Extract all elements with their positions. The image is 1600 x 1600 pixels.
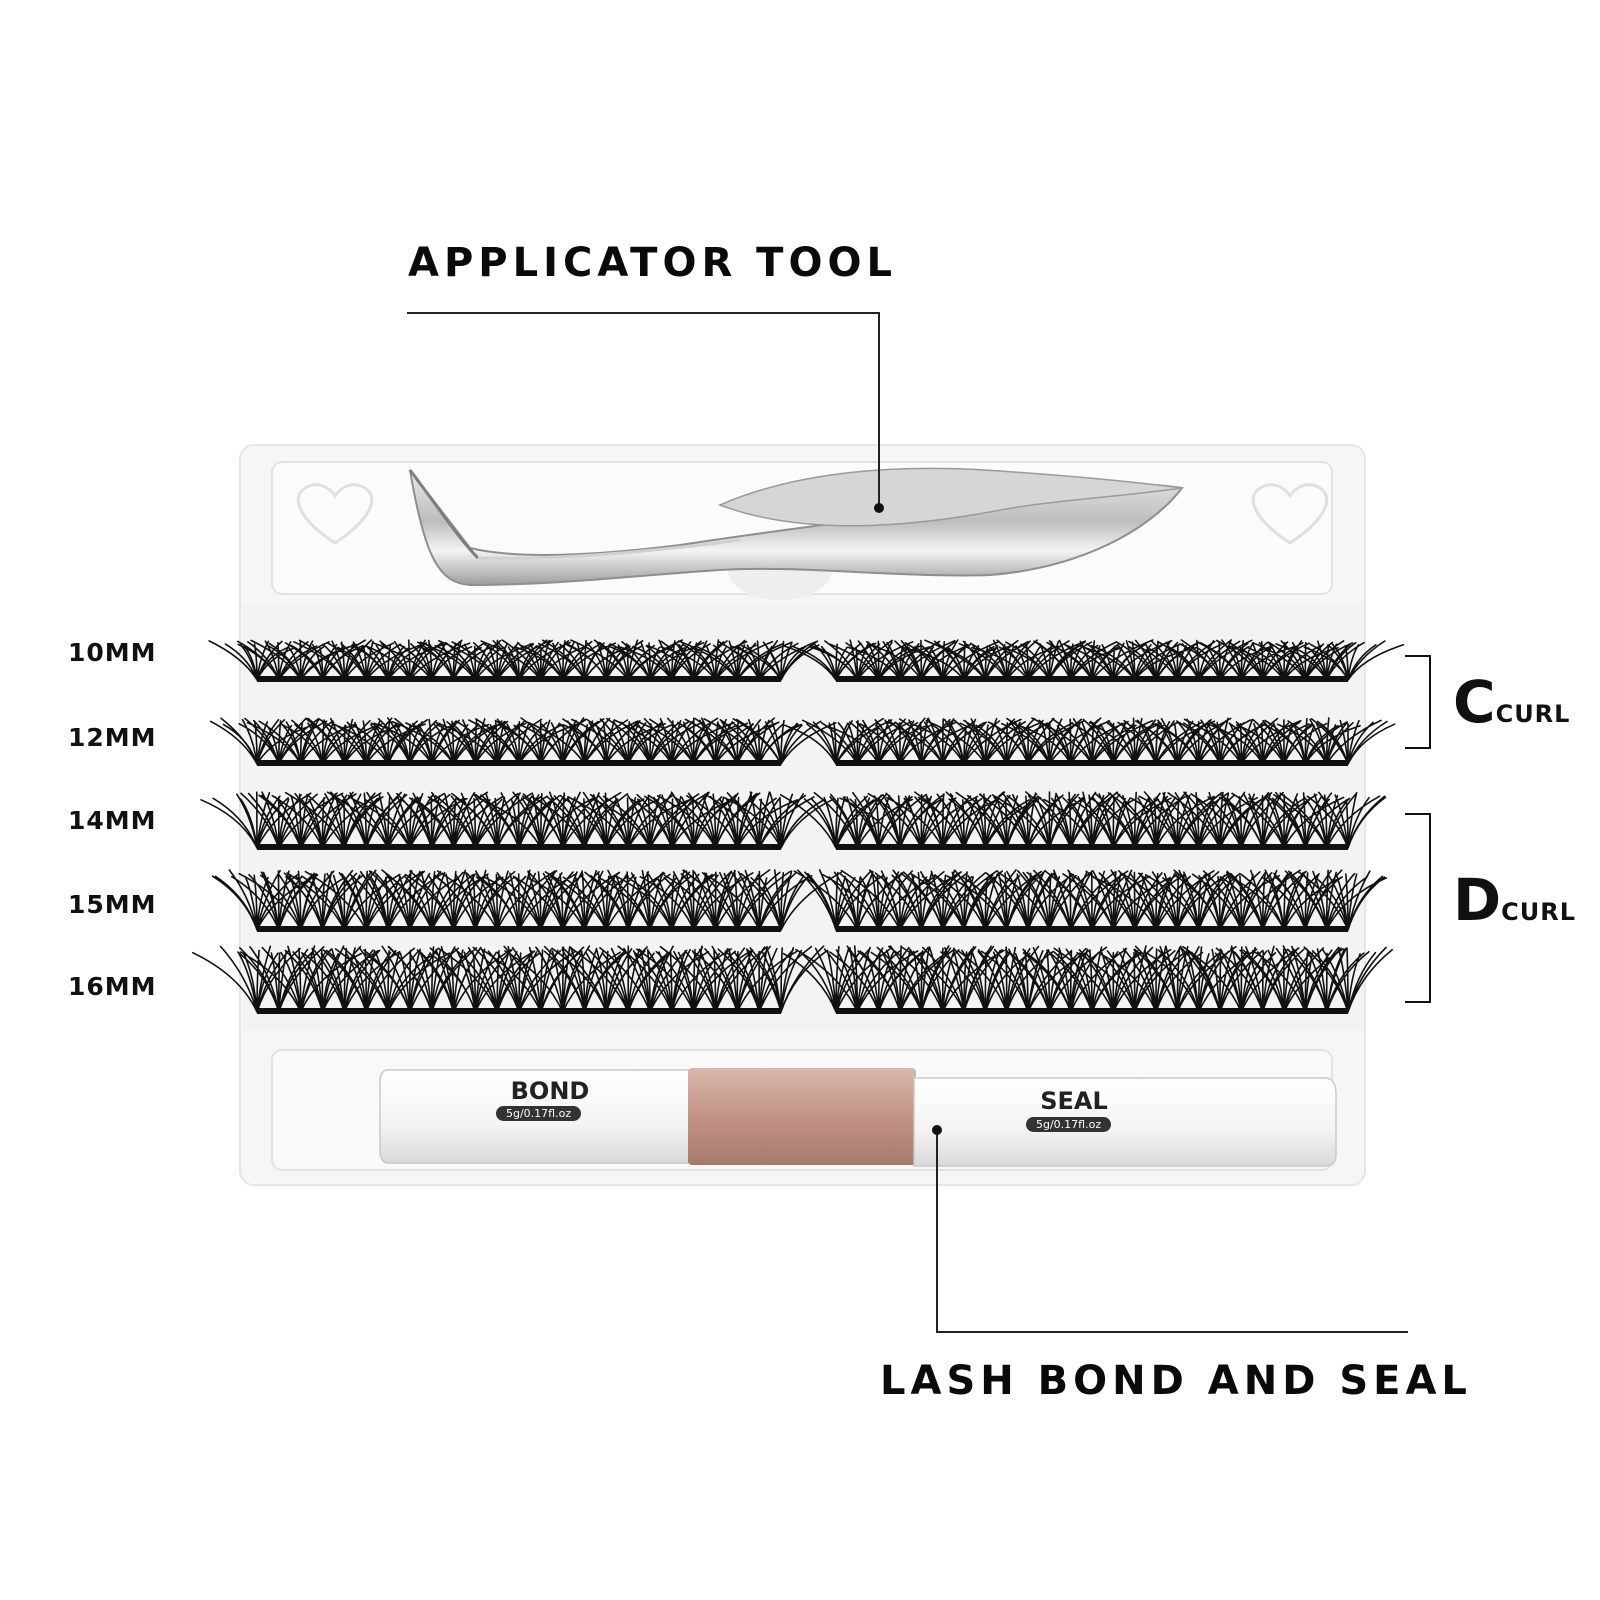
applicator-dot [874,503,884,513]
length-label-10mm: 10MM [68,638,157,667]
lash-strip-2-1 [779,791,1387,850]
lash-bond-seal-label: LASH BOND AND SEAL [880,1358,1472,1404]
lash-strip-0-0 [208,639,820,682]
lash-strip-1-1 [783,717,1396,766]
bond-size: 5g/0.17fl.oz [496,1106,582,1121]
applicator-leader [407,312,880,508]
heart-left [296,483,374,545]
c-curl-label: CCURL [1453,668,1570,736]
applicator-tool [408,467,1184,600]
lash-strip-4-1 [782,945,1393,1014]
seal-size: 5g/0.17fl.oz [1026,1117,1112,1132]
bond-seal-pen [379,1068,1337,1167]
lash-strip-1-0 [209,717,837,766]
d-curl-label: DCURL [1453,866,1576,934]
bond-seal-leader [936,1130,1408,1333]
bond-title: BOND [510,1077,590,1105]
lash-strip-4-0 [192,945,827,1014]
bond-seal-dot [932,1125,942,1135]
c-curl-letter: C [1453,668,1496,736]
c-curl-bracket [1405,655,1431,749]
heart-right [1251,483,1329,545]
seal-title: SEAL [1040,1087,1108,1115]
c-curl-word: CURL [1495,700,1571,728]
lash-strip-3-0 [211,869,842,932]
applicator-tool-label: APPLICATOR TOOL [408,240,897,286]
length-label-16mm: 16MM [68,972,157,1001]
d-curl-bracket [1405,813,1431,1003]
d-curl-word: CURL [1501,898,1577,926]
length-label-12mm: 12MM [68,723,157,752]
d-curl-letter: D [1453,866,1502,934]
lash-strip-2-0 [200,791,836,850]
lash-strip-3-1 [793,869,1388,932]
lash-rows [192,639,1405,1014]
lash-strip-0-1 [782,639,1405,682]
length-label-14mm: 14MM [68,806,157,835]
leader-lines [407,312,1408,1333]
length-label-15mm: 15MM [68,890,157,919]
